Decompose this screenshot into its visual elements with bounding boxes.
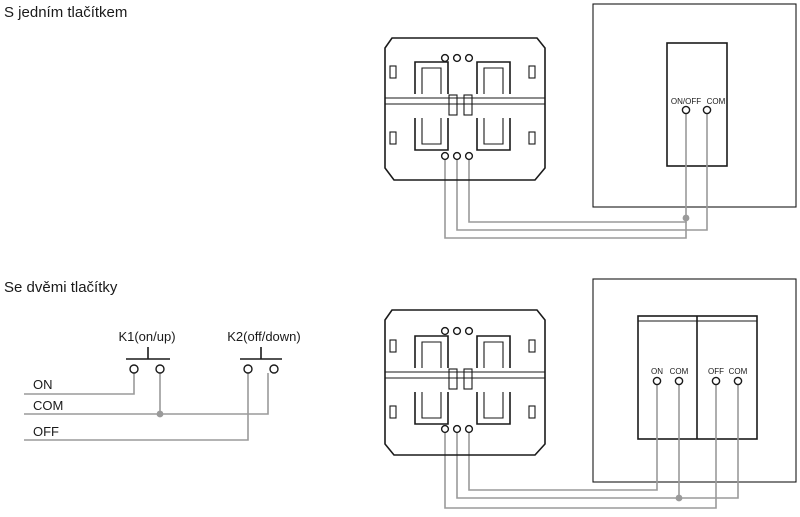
wire-2-on (468, 380, 658, 491)
wire-1b (456, 110, 708, 231)
line-label-off: OFF (33, 424, 59, 439)
terminal-label-on: ON (651, 367, 663, 376)
heading-single-button: S jedním tlačítkem (4, 4, 128, 21)
terminal-on (652, 376, 662, 386)
diagram-2: ON COM OFF COM (24, 278, 797, 509)
terminal-com-2 (733, 376, 743, 386)
terminal-on-off (681, 105, 691, 115)
heading-two-buttons: Se dvěmi tlačítky (4, 279, 118, 296)
wire-2-com-b (456, 380, 739, 499)
terminal-label-com-1: COM (670, 367, 689, 376)
diagram-1: ON/OFF COM (384, 3, 797, 239)
wall-box-2 (592, 278, 797, 483)
wire-1a (468, 110, 687, 223)
terminal-com (702, 105, 712, 115)
wire-1c (444, 158, 687, 239)
pushbutton-device-1 (384, 37, 546, 181)
line-label-com: COM (33, 398, 63, 413)
wall-box-1 (592, 3, 797, 208)
terminal-com-1 (674, 376, 684, 386)
module-1 (666, 42, 728, 167)
schematic-com-node (156, 410, 164, 418)
button-label-k2: K2(off/down) (227, 329, 300, 344)
line-com (24, 373, 269, 415)
line-label-on: ON (33, 377, 53, 392)
switch-schematic: K1(on/up) K2(off/down) ON COM OFF (24, 329, 301, 441)
line-on (24, 373, 135, 395)
terminal-label-off: OFF (708, 367, 724, 376)
junction-node-2 (675, 494, 683, 502)
terminal-label-com-2: COM (729, 367, 748, 376)
button-label-k1: K1(on/up) (118, 329, 175, 344)
terminal-off (711, 376, 721, 386)
terminal-label-com: COM (707, 97, 726, 106)
wire-2-off (444, 380, 717, 509)
line-off (24, 373, 249, 441)
junction-node-1 (682, 214, 690, 222)
terminal-label-on-off: ON/OFF (671, 97, 701, 106)
pushbutton-device-2 (384, 309, 546, 456)
